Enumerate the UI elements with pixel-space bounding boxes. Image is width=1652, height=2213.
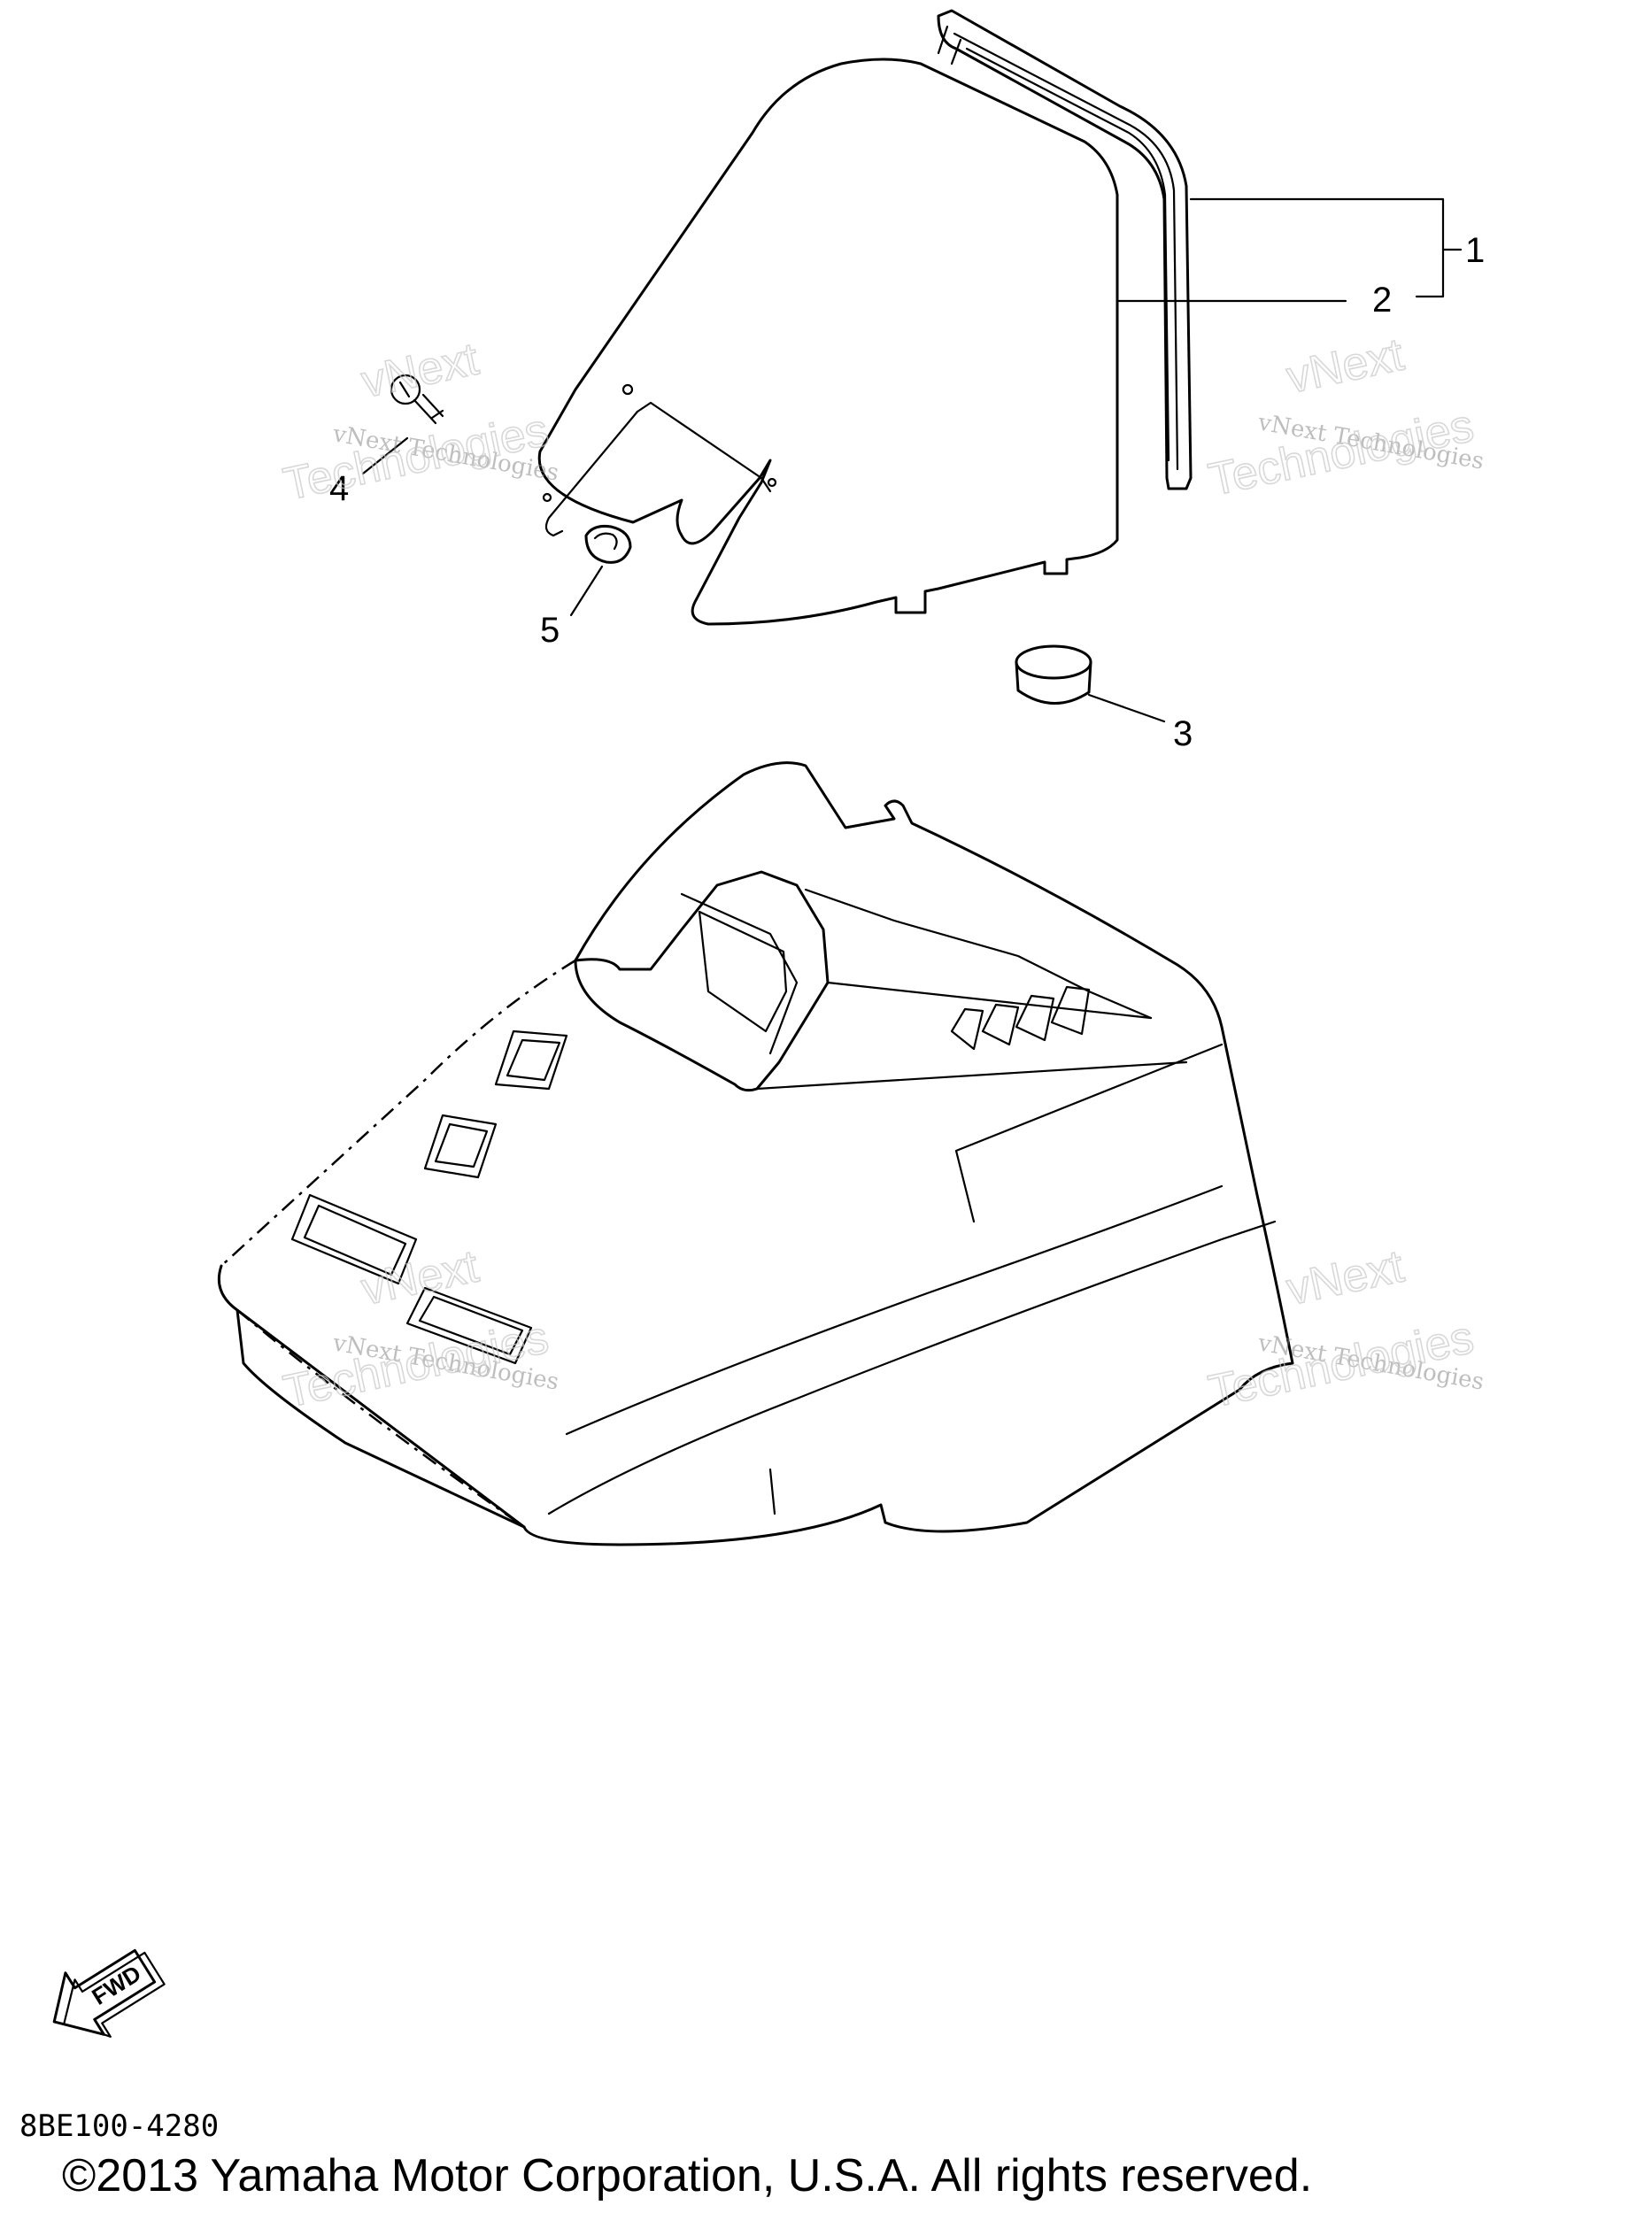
screw <box>390 374 444 425</box>
callouts: 1 2 3 4 5 <box>329 231 1485 753</box>
watermark-big-2b: Technologies <box>1204 400 1478 506</box>
watermarks: vNext Technologies vNext Technologies vN… <box>279 328 1486 1419</box>
frame-trim <box>937 9 1193 490</box>
grommet <box>584 525 632 564</box>
callout-5: 5 <box>540 611 560 650</box>
callout-2: 2 <box>1372 281 1392 320</box>
callout-1: 1 <box>1465 231 1485 270</box>
watermark-big-1b: Technologies <box>279 405 552 511</box>
copyright-notice: ©2013 Yamaha Motor Corporation, U.S.A. A… <box>62 2150 1313 2201</box>
top-cowling <box>217 761 1294 1546</box>
fwd-arrow-icon: FWD <box>52 1948 166 2038</box>
watermark-big-4b: Technologies <box>1204 1312 1478 1418</box>
callout-4: 4 <box>329 469 349 508</box>
watermark-big-1a: vNext <box>357 333 483 407</box>
part-code: 8BE100-4280 <box>19 2109 220 2144</box>
watermark-big-3a: vNext <box>357 1240 483 1315</box>
windshield-panel <box>537 58 1119 626</box>
watermark-big-3b: Technologies <box>279 1312 552 1418</box>
fwd-label: FWD <box>87 1960 145 2010</box>
cap <box>1015 644 1092 705</box>
watermark-big-2a: vNext <box>1282 328 1409 403</box>
watermark-big-4a: vNext <box>1282 1240 1409 1315</box>
leader-lines <box>361 197 1463 723</box>
callout-3: 3 <box>1173 714 1193 753</box>
